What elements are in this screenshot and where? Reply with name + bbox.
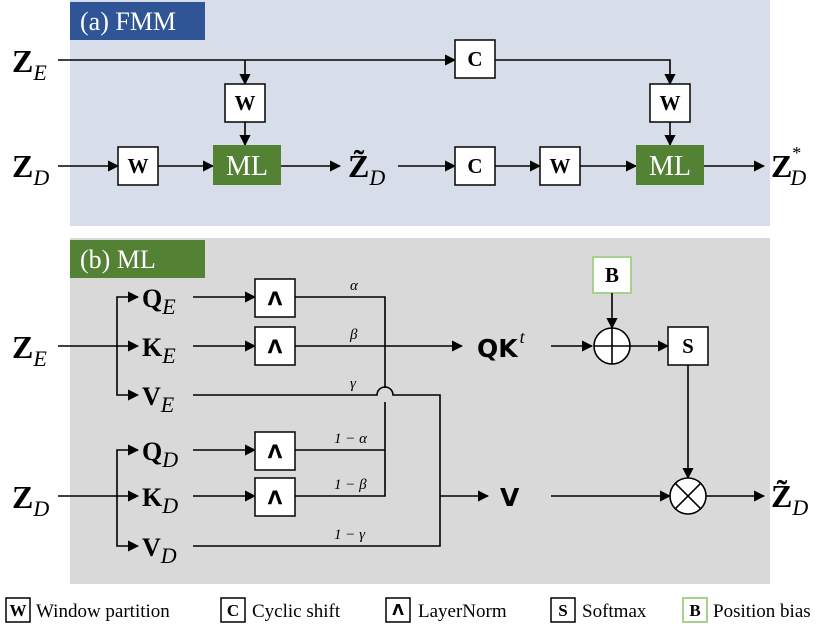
svg-text:W: W: [10, 601, 27, 620]
panel-b-v-dec-label: VD: [142, 533, 177, 568]
svg-text:W: W: [235, 91, 256, 115]
svg-text:S: S: [558, 601, 567, 620]
panel-b-add-operator: [593, 327, 631, 365]
legend-item-layernorm: Λ LayerNorm: [385, 597, 507, 623]
panel-a-output-label: ZD*: [771, 143, 806, 190]
panel-b-ze-branch-q: [116, 291, 140, 346]
panel-a-cyclic-shift-box-top: C: [454, 39, 496, 79]
panel-a-window-box-upper-1: W: [224, 83, 266, 123]
panel-b-layernorm-kd: Λ: [254, 477, 296, 517]
panel-b-softmax-box: S: [667, 326, 709, 366]
panel-b-one-beta-wire: [295, 402, 386, 497]
svg-text:ML: ML: [226, 151, 268, 182]
svg-text:W: W: [550, 154, 571, 178]
panel-b-v-enc-label: VE: [142, 382, 175, 417]
svg-text:Λ: Λ: [392, 601, 404, 619]
panel-b-q-dec-label: QD: [142, 437, 178, 472]
panel-b-gamma-wire: [193, 386, 441, 496]
panel-a-cyclic-shift-box-lower: C: [454, 146, 496, 186]
svg-text:B: B: [605, 263, 619, 287]
svg-text:C: C: [467, 154, 482, 178]
svg-text:Window partition: Window partition: [36, 601, 170, 622]
panel-a-zd-label: ZD: [12, 148, 49, 190]
panel-b-ze-label: ZE: [12, 329, 47, 371]
panel-b-v-label: V: [500, 483, 520, 512]
panel-b-ze-branch-v: [116, 346, 140, 401]
panel-a-ze-label: ZE: [12, 43, 47, 85]
panel-a-c-top-wire: [495, 59, 676, 86]
svg-text:Position bias: Position bias: [713, 601, 811, 622]
panel-b-layernorm-qe: Λ: [254, 278, 296, 318]
panel-b-alpha-wire: [295, 296, 386, 346]
panel-a-window-box-upper-2: W: [649, 83, 691, 123]
svg-text:Λ: Λ: [268, 336, 283, 358]
svg-text:ML: ML: [649, 151, 691, 182]
panel-b-background: [70, 238, 770, 584]
panel-b-alpha-label: α: [350, 278, 359, 294]
panel-b-position-bias-box: B: [592, 256, 632, 294]
panel-b-one-gamma-wire: [193, 496, 441, 547]
panel-b-one-gamma-label: 1 − γ: [334, 527, 366, 543]
panel-b-multiply-operator: [669, 477, 707, 515]
panel-b-gamma-label: γ: [350, 376, 357, 392]
panel-b-output-label: Z̃D: [771, 478, 808, 520]
panel-b-zd-branch-q: [116, 444, 140, 496]
svg-text:C: C: [467, 47, 482, 71]
svg-text:C: C: [227, 601, 239, 620]
svg-text:Λ: Λ: [268, 441, 283, 463]
panel-a-ml-block-1: ML: [213, 145, 281, 185]
panel-a-tag: [70, 2, 205, 40]
svg-text:Cyclic shift: Cyclic shift: [252, 601, 341, 622]
panel-b-layernorm-ke: Λ: [254, 326, 296, 366]
svg-text:W: W: [128, 154, 149, 178]
panel-b-tag-label: (b) ML: [80, 245, 156, 274]
svg-text:LayerNorm: LayerNorm: [418, 601, 507, 622]
panel-b-layernorm-qd: Λ: [254, 431, 296, 471]
panel-b-k-dec-label: KD: [142, 483, 178, 518]
legend: W Window partition C Cyclic shift Λ Laye…: [5, 597, 811, 623]
legend-item-softmax: S Softmax: [550, 597, 647, 623]
panel-a-ml-block-2: ML: [636, 145, 704, 185]
panel-b-tag: [70, 240, 205, 278]
svg-text:Softmax: Softmax: [582, 601, 647, 622]
panel-b-one-beta-label: 1 − β: [334, 477, 367, 493]
panel-b-k-enc-label: KE: [142, 333, 176, 368]
panel-a-z-tilde-label: Z̃D: [348, 148, 385, 190]
panel-a-tag-label: (a) FMM: [80, 7, 176, 36]
svg-text:W: W: [660, 91, 681, 115]
svg-text:B: B: [689, 601, 700, 620]
panel-b-q-enc-label: QE: [142, 284, 176, 319]
legend-item-position-bias: B Position bias: [682, 597, 811, 623]
panel-a-window-box-lower: W: [117, 146, 159, 186]
legend-item-window: W Window partition: [5, 597, 170, 623]
svg-text:Λ: Λ: [268, 288, 283, 310]
svg-text:S: S: [682, 334, 694, 358]
svg-text:Λ: Λ: [268, 487, 283, 509]
panel-a-window-box-lower-2: W: [539, 146, 581, 186]
panel-b-zd-branch-v: [116, 496, 140, 552]
legend-item-cyclic-shift: C Cyclic shift: [220, 597, 341, 623]
panel-b-beta-label: β: [349, 327, 358, 343]
panel-b-one-alpha-label: 1 − α: [334, 431, 368, 447]
panel-b-zd-label: ZD: [12, 479, 49, 521]
